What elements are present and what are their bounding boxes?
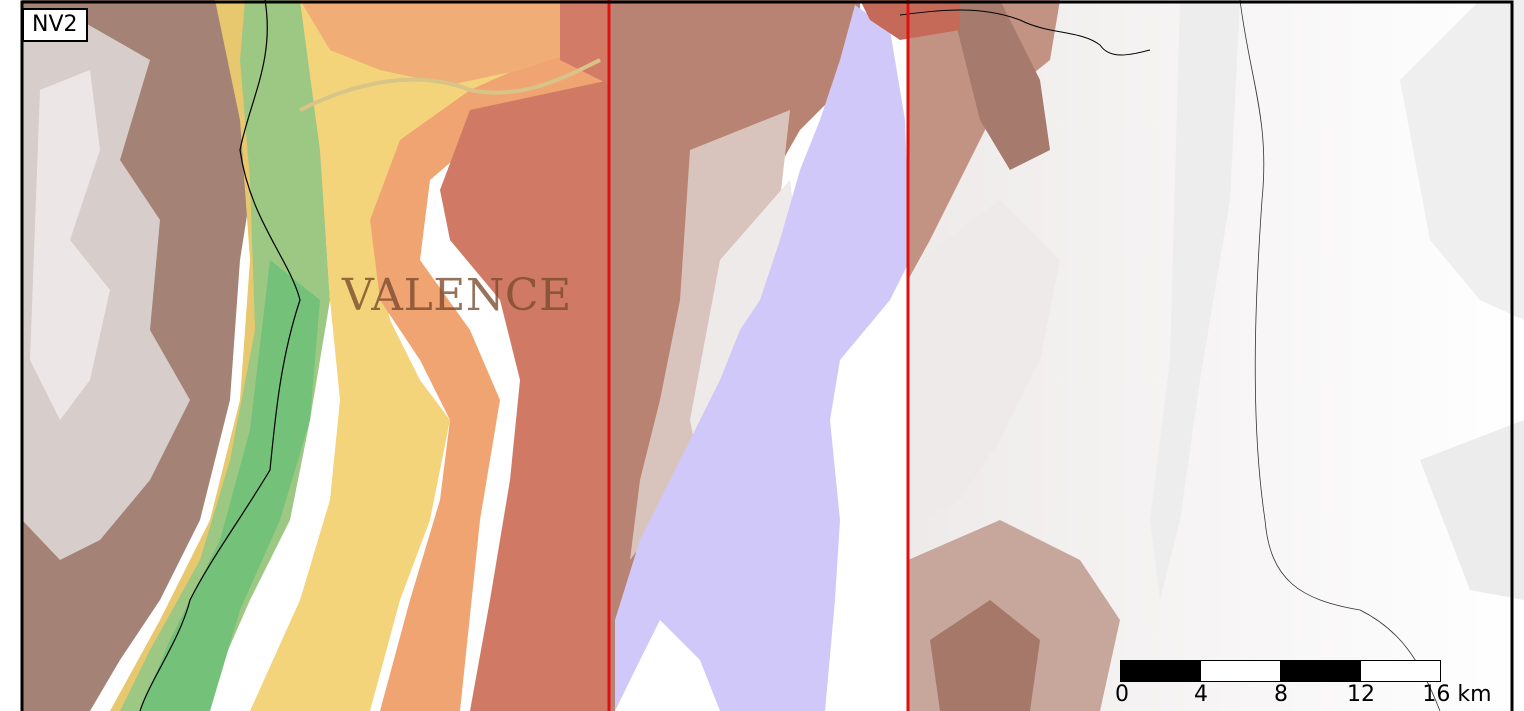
place-label-valence: VALENCE xyxy=(342,270,572,321)
north-orange xyxy=(300,0,610,85)
panel-label: NV2 xyxy=(22,8,88,42)
rhone-river xyxy=(139,0,301,711)
central-relief xyxy=(610,0,860,711)
scale-tick: 0 xyxy=(1115,682,1129,707)
lavender-zone xyxy=(615,5,910,711)
scale-segment xyxy=(1120,660,1201,682)
west-mountains-snow-2 xyxy=(30,70,110,420)
scale-tick: 16 km xyxy=(1422,682,1492,707)
north-boundary xyxy=(899,9,1151,56)
scale-segment xyxy=(1360,660,1441,682)
scale-tick: 12 xyxy=(1347,682,1375,707)
scale-bar: 0 4 8 12 16 km xyxy=(1112,656,1492,711)
north-red-patch xyxy=(860,0,960,40)
east-highlands xyxy=(908,0,1524,711)
rhone-valley-low xyxy=(140,260,320,711)
valence-plain xyxy=(250,0,600,711)
east-relief-south-dark xyxy=(930,600,1040,711)
east-relief-2 xyxy=(950,0,1050,170)
orange-terraces xyxy=(370,0,610,711)
scale-segment xyxy=(1200,660,1281,682)
rhone-valley xyxy=(120,0,330,711)
scale-segment xyxy=(1280,660,1361,682)
far-east-grey-2 xyxy=(1400,0,1524,320)
isere-river xyxy=(299,58,601,112)
scale-tick: 4 xyxy=(1194,682,1208,707)
map-border xyxy=(20,0,1514,711)
far-east-grey xyxy=(1150,0,1240,600)
far-east-grey-3 xyxy=(1420,420,1524,600)
vercors-foothills xyxy=(440,80,610,711)
scale-tick: 8 xyxy=(1274,682,1288,707)
east-relief-snow xyxy=(920,200,1060,520)
east-border xyxy=(1239,0,1441,711)
